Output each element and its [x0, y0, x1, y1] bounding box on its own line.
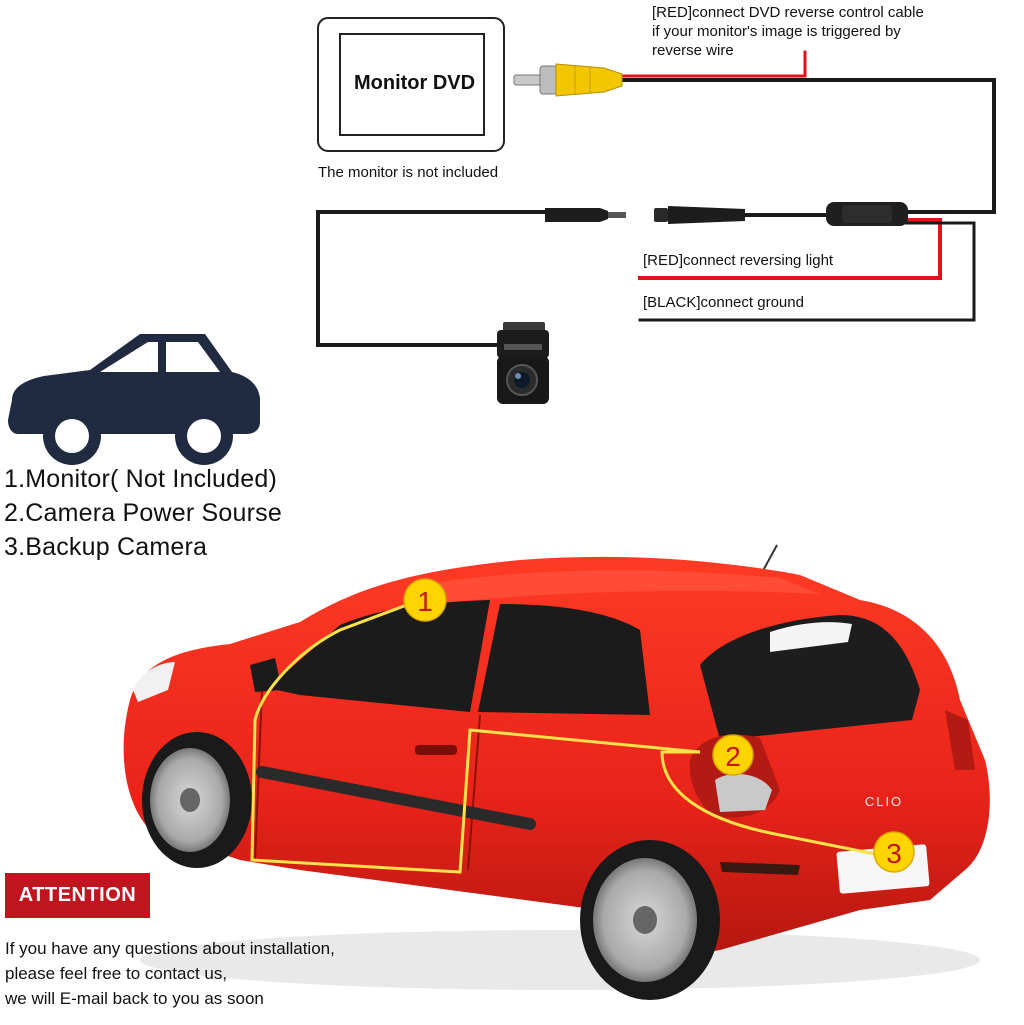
contact-line-3: we will E-mail back to you as soon: [5, 989, 264, 1008]
legend-item-3: 3.Backup Camera: [4, 533, 208, 561]
monitor-icon: [317, 17, 505, 152]
contact-line-1: If you have any questions about installa…: [5, 939, 335, 958]
rear-wheel: [580, 840, 720, 1000]
marker-1-label: 1: [417, 586, 433, 617]
legend-item-2: 2.Camera Power Sourse: [4, 499, 282, 527]
marker-2-label: 2: [725, 741, 741, 772]
car-badge: CLIO: [865, 794, 903, 809]
red-car-illustration: [123, 544, 990, 1000]
marker-3: [873, 831, 915, 873]
marker-2: [712, 734, 754, 776]
red-dvd-wire-label-1: [RED]connect DVD reverse control cable: [652, 4, 924, 21]
contact-line-2: please feel free to contact us,: [5, 964, 228, 983]
monitor-note: The monitor is not included: [318, 164, 499, 181]
red-dvd-wire-label-3: reverse wire: [652, 42, 734, 59]
legend-item-1: 1.Monitor( Not Included): [4, 465, 277, 493]
red-reversing-light-label: [RED]connect reversing light: [643, 252, 834, 269]
attention-banner: ATTENTION: [5, 873, 150, 918]
power-splitter-icon: [826, 202, 908, 226]
camera-plug-icon: [545, 208, 626, 222]
backup-camera-icon: [497, 322, 549, 404]
car-silhouette-icon: [8, 334, 260, 465]
marker-1: [403, 578, 447, 622]
wiring: [316, 50, 996, 347]
marker-3-label: 3: [886, 838, 902, 869]
monitor-label: Monitor DVD: [354, 72, 476, 94]
red-dvd-wire-label-2: if your monitor's image is triggered by: [652, 23, 901, 40]
extension-connector-icon: [654, 206, 745, 224]
front-wheel: [142, 732, 252, 868]
black-ground-label: [BLACK]connect ground: [643, 294, 804, 311]
rca-connector-icon: [513, 63, 623, 97]
